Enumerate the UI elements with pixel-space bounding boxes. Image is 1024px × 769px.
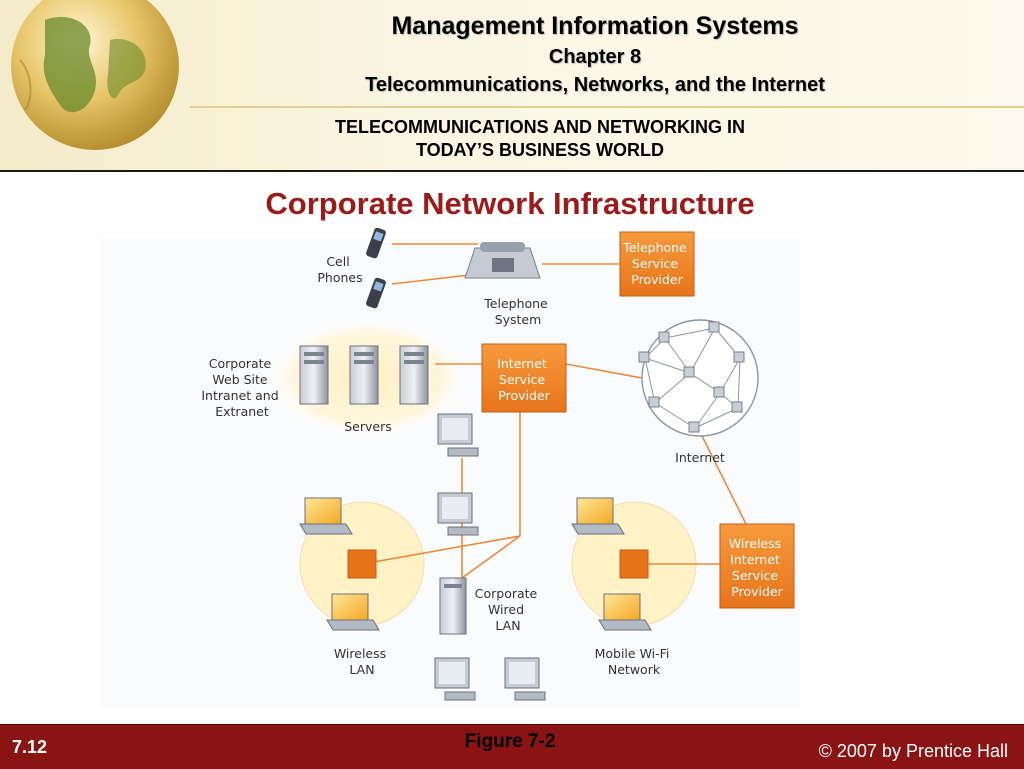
laptop-icon — [598, 593, 652, 631]
internet-globe-icon — [638, 319, 759, 437]
globe-icon — [0, 0, 200, 168]
section-heading-line2: TODAY’S BUSINESS WORLD — [415, 140, 665, 160]
monitor-icon — [437, 492, 479, 536]
wireless-isp-box — [719, 523, 795, 609]
server-icon — [399, 345, 429, 405]
slide-footer: 7.12 Figure 7-2 © 2007 by Prentice Hall — [0, 724, 1024, 769]
slide-title: Corporate Network Infrastructure — [265, 186, 755, 221]
monitor-icon — [437, 413, 479, 457]
internet-label: Internet — [675, 450, 725, 465]
isp-label: Internet Service Provider — [497, 356, 551, 403]
laptop-icon — [299, 497, 353, 535]
isp-box — [481, 343, 567, 413]
cell-phone-icon — [366, 277, 386, 309]
monitor-icon — [504, 657, 546, 701]
slide-number: 7.12 — [12, 737, 48, 757]
section-heading: TELECOMMUNICATIONS AND NETWORKING IN TOD… — [200, 116, 880, 162]
server-icon — [349, 345, 379, 405]
cell-phone-icon — [366, 228, 386, 259]
wireless-lan-label: Wireless LAN — [334, 646, 390, 677]
header-rule — [190, 106, 1024, 108]
network-diagram: Cell Phones Telephone System Telephone S… — [100, 228, 800, 708]
wireless-isp-label: Wireless Internet Service Provider — [729, 536, 785, 599]
laptop-icon — [571, 497, 625, 535]
course-title: Management Information Systems — [391, 12, 799, 40]
monitor-icon — [434, 657, 476, 701]
telephone-provider-box — [619, 231, 695, 297]
chapter-label: Chapter 8 — [548, 46, 642, 68]
header-divider — [0, 170, 1024, 172]
corporate-lan-label: Corporate Wired LAN — [475, 586, 541, 633]
section-heading-line1: TELECOMMUNICATIONS AND NETWORKING IN — [335, 117, 745, 137]
telephone-icon — [464, 242, 541, 279]
mobile-wifi-label: Mobile Wi-Fi Network — [595, 646, 674, 677]
access-point-icon — [347, 549, 377, 579]
figure-caption: Figure 7-2 — [464, 731, 556, 752]
access-point-icon — [619, 549, 649, 579]
servers-label: Servers — [344, 419, 392, 434]
network-links — [361, 243, 749, 613]
chapter-title: Telecommunications, Networks, and the In… — [365, 74, 825, 96]
laptop-icon — [326, 593, 380, 631]
server-icon — [299, 345, 329, 405]
corporate-web-label: Corporate Web Site Intranet and Extranet — [201, 356, 282, 419]
server-icon — [439, 577, 467, 635]
telephone-provider-label: Telephone Service Provider — [622, 240, 690, 287]
telephone-system-label: Telephone System — [483, 296, 551, 327]
cell-phones-label: Cell Phones — [317, 254, 362, 285]
copyright: © 2007 by Prentice Hall — [818, 741, 1008, 761]
